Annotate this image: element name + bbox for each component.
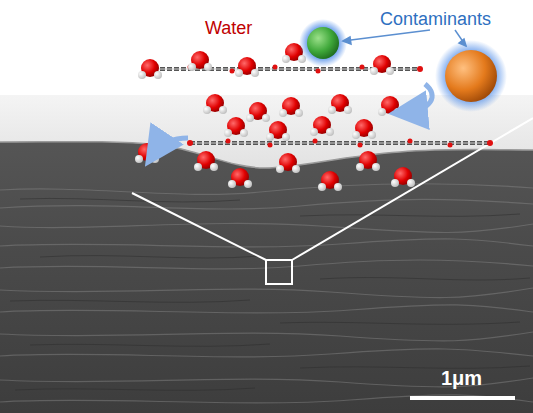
water-molecules: [135, 43, 415, 191]
graphene-sheet: [187, 139, 493, 148]
scale-label: 1μm: [441, 368, 482, 388]
contaminants-label: Contaminants: [380, 10, 491, 28]
water-label: Water: [205, 19, 252, 37]
